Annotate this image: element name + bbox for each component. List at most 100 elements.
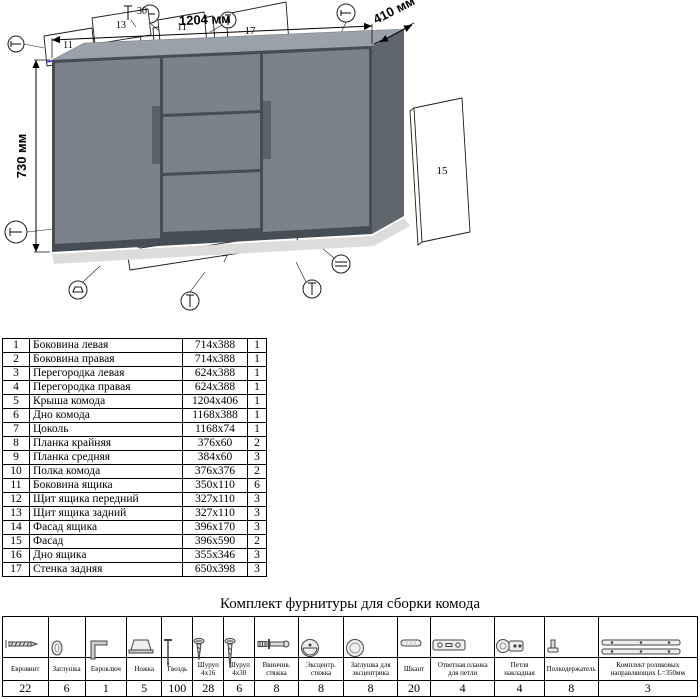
confirmat-screw-icon — [2, 616, 49, 658]
hinge-icon — [494, 616, 545, 658]
part-size-cell: 376x376 — [182, 464, 248, 479]
part-size-cell: 350x110 — [182, 478, 248, 493]
hardware-qty-cell: 8 — [543, 680, 599, 697]
hardware-name-cell: Ножка — [126, 657, 163, 681]
part-size-cell: 1168x74 — [182, 422, 248, 437]
hinge-plate-icon — [430, 616, 496, 658]
floor-shadow — [52, 218, 410, 264]
hardware-name-cell: Петля накладная — [494, 657, 545, 681]
cam-cap-icon — [343, 616, 398, 658]
part-name-cell: Дно комода — [29, 408, 183, 423]
part-name-cell: Перегородка левая — [29, 366, 183, 381]
hardware-qty-cell: 4 — [430, 680, 496, 697]
part-qty-cell: 1 — [247, 394, 267, 409]
part-qty-cell: 1 — [247, 380, 267, 395]
part-number-cell: 2 — [2, 352, 30, 367]
hardware-qty-cell: 8 — [297, 680, 345, 697]
dowel-icon — [396, 616, 432, 658]
hardware-qty-cell: 20 — [396, 680, 432, 697]
screw-icon — [223, 616, 256, 669]
part-number-cell: 16 — [2, 548, 30, 563]
part-qty-cell: 1 — [247, 352, 267, 367]
part-number-cell: 15 — [2, 534, 30, 549]
part-size-cell: 396x170 — [182, 520, 248, 535]
right-door-handle-groove — [263, 101, 271, 159]
hardware-qty-cell: 6 — [223, 680, 256, 697]
part-qty-cell: 1 — [247, 338, 267, 353]
height-dimension-label: 730 мм — [14, 134, 29, 179]
part-qty-cell: 2 — [247, 534, 267, 549]
part-number-cell: 3 — [2, 366, 30, 381]
part-qty-cell: 3 — [247, 562, 267, 577]
foot-callout-icon — [68, 280, 88, 300]
hardware-qty-cell: 8 — [254, 680, 299, 697]
hardware-name-cell: Эксцентр. стяжка — [297, 657, 345, 681]
hardware-icons-row — [2, 616, 699, 669]
part-name-cell: Крыша комода — [29, 394, 183, 409]
part-number-cell: 11 — [2, 478, 30, 493]
depth-dimension-line — [379, 24, 413, 43]
depth-dimension-label: 410 мм — [371, 0, 418, 27]
hardware-qty-cell: 5 — [126, 680, 163, 697]
part-qty-cell: 3 — [247, 520, 267, 535]
cam-bolt-icon — [254, 616, 299, 658]
part-size-cell: 355x346 — [182, 548, 248, 563]
part-number-cell: 14 — [2, 520, 30, 535]
hardware-qty-cell: 1 — [84, 680, 128, 697]
part-number-cell: 9 — [2, 450, 30, 465]
cam-lock-icon — [297, 616, 345, 658]
part-size-cell: 714x388 — [182, 338, 248, 353]
part-size-cell: 384x60 — [182, 450, 248, 465]
hardware-table: Евровинт Заглушка Евроключ Ножка Гвоздь … — [2, 616, 699, 697]
part-name-cell: Планка средняя — [29, 450, 183, 465]
part-qty-cell: 2 — [247, 436, 267, 451]
dresser-side-face — [372, 29, 404, 234]
part-qty-cell: 1 — [247, 422, 267, 437]
left-door-handle-groove — [152, 106, 160, 164]
door-panel — [413, 97, 471, 243]
hardware-qty-row: 22 6 1 5 100 28 6 8 8 8 20 4 4 8 3 — [2, 680, 699, 697]
hardware-qty-cell: 3 — [597, 680, 699, 697]
part-number-cell: 10 — [2, 464, 30, 479]
dresser-left-door — [55, 58, 160, 244]
part-number-cell: 12 — [2, 492, 30, 507]
drill-annotation: 30 — [137, 6, 147, 17]
hardware-name-cell: Полкодержатель — [543, 657, 599, 681]
hardware-qty-cell: 22 — [2, 680, 49, 697]
hardware-name-cell: Евровинт — [2, 657, 49, 681]
hardware-qty-cell: 8 — [343, 680, 398, 697]
part-label: 15 — [437, 165, 449, 177]
part-qty-cell: 3 — [247, 492, 267, 507]
part-number-cell: 4 — [2, 380, 30, 395]
part-size-cell: 624x388 — [182, 380, 248, 395]
hardware-kit-title: Комплект фурнитуры для сборки комода — [219, 596, 480, 612]
part-name-cell: Боковина ящика — [29, 478, 183, 493]
hardware-names-row: Евровинт Заглушка Евроключ Ножка Гвоздь … — [2, 657, 699, 681]
part-size-cell: 1168x388 — [182, 408, 248, 423]
part-size-cell: 624x388 — [182, 366, 248, 381]
part-size-cell: 1204x406 — [182, 394, 248, 409]
part-number-cell: 13 — [2, 506, 30, 521]
part-qty-cell: 2 — [247, 464, 267, 479]
hardware-qty-cell: 4 — [494, 680, 545, 697]
part-name-cell: Цоколь — [29, 422, 183, 437]
width-dimension-label: 1204 мм — [179, 11, 231, 28]
part-label: 11 — [63, 40, 73, 51]
hardware-name-cell: Заглушка — [47, 657, 86, 681]
hex-key-icon — [84, 616, 128, 660]
part-number-cell: 7 — [2, 422, 30, 437]
part-qty-cell: 3 — [247, 548, 267, 563]
part-qty-cell: 1 — [247, 366, 267, 381]
dresser-right-door — [263, 49, 369, 232]
part-qty-cell: 3 — [247, 450, 267, 465]
